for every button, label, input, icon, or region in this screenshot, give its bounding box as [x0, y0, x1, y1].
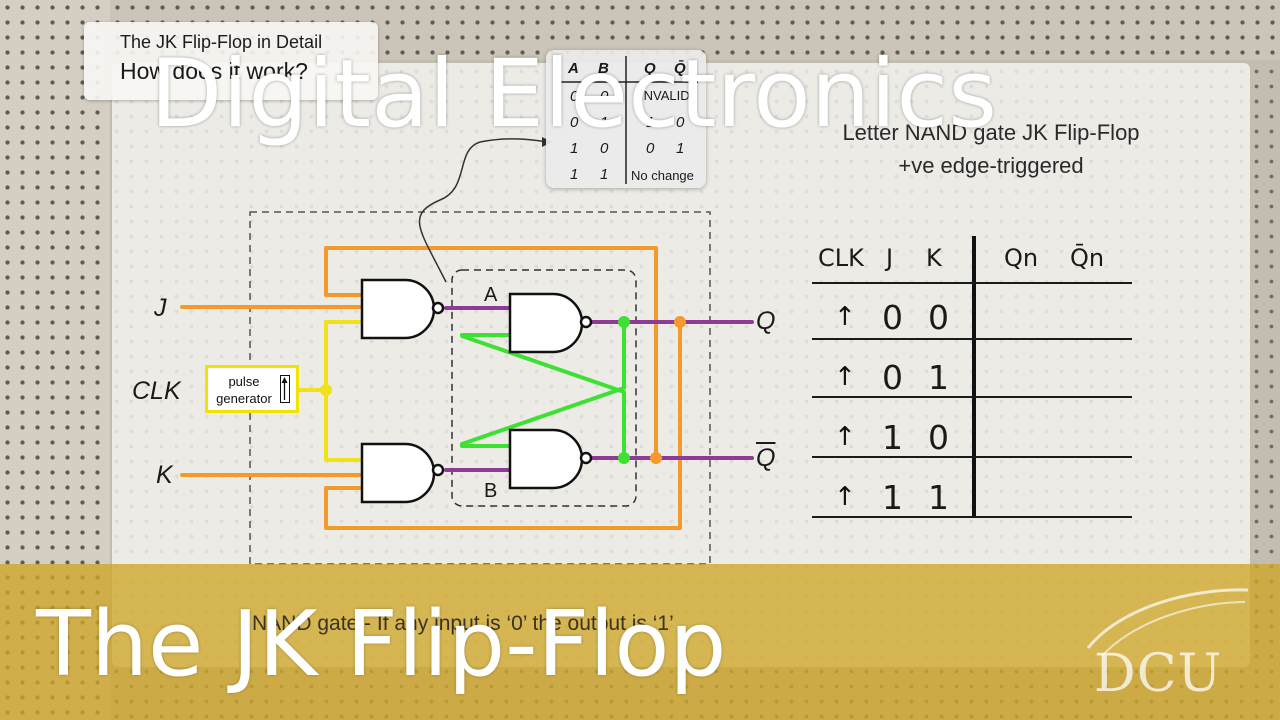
nand-note: NAND gate - If any input is ‘0’ the outp…: [252, 612, 674, 635]
popup-r4-a: 1: [570, 166, 579, 183]
popup-header-q: Q: [644, 60, 656, 77]
popup-r2-a: 0: [570, 114, 579, 131]
popup-r3-b: 0: [600, 140, 609, 157]
output-qbar-label: Q: [756, 444, 776, 472]
popup-grid: [554, 56, 698, 184]
input-k-label: K: [156, 461, 173, 489]
tt-r1-j: 0: [882, 298, 903, 337]
tt-r3-clk-arrow-icon: ↑: [834, 422, 856, 452]
popup-r3-qbar: 1: [676, 140, 685, 157]
tt-r4-clk-arrow-icon: ↑: [834, 482, 856, 512]
pulse-label: pulse: [228, 374, 260, 389]
tt-r2-j: 0: [882, 358, 903, 397]
jk-truth-table: CLK J K Qn Q̄n ↑ 0 0 ↑ 0 1 ↑ 1 0 ↑ 1 1: [812, 238, 1132, 520]
green-feedback-wires: [460, 320, 626, 460]
tt-r3-j: 1: [882, 418, 903, 457]
popup-header-a: A: [568, 60, 579, 77]
dcu-logo-swoosh-icon: [1086, 588, 1249, 657]
node-a-label: A: [484, 284, 498, 306]
overlay-subtitle: The JK Flip-Flop: [36, 592, 727, 697]
input-clk-label: CLK: [132, 377, 181, 405]
tt-r4-k: 1: [928, 478, 949, 517]
output-q-label: Q: [756, 307, 776, 335]
tt-row-rule: [812, 396, 1132, 398]
junction-clk: [320, 384, 332, 396]
subtitle-line-2: +ve edge-triggered: [898, 153, 1084, 178]
popup-r3-a: 1: [570, 140, 579, 157]
tt-header-qn: Qn: [1004, 244, 1039, 272]
tt-header-k: K: [926, 244, 942, 272]
node-b-label: B: [484, 480, 498, 502]
overlay-title: Digital Electronics: [150, 40, 998, 149]
tt-r2-clk-arrow-icon: ↑: [834, 362, 856, 392]
tt-row-rule: [812, 456, 1132, 458]
popup-header-qbar: Q̄: [674, 60, 686, 77]
popup-r4-b: 1: [600, 166, 609, 183]
popup-r3-q: 0: [646, 140, 655, 157]
pulse-arrow-icon: [280, 375, 290, 403]
generator-label: generator: [216, 391, 272, 406]
tt-header-j: J: [886, 244, 894, 272]
popup-header-b: B: [598, 60, 609, 77]
tt-header-rule: [812, 282, 1132, 284]
input-j-label: J: [154, 294, 167, 322]
circuit-subtitle: Letter NAND gate JK Flip-Flop +ve edge-t…: [806, 116, 1176, 182]
tt-r1-clk-arrow-icon: ↑: [834, 302, 856, 332]
title-card-heading: The JK Flip-Flop in Detail: [120, 32, 323, 52]
bottom-band: [0, 564, 1280, 720]
nand-gate-latch-top: [508, 292, 593, 354]
popup-r1-q: INVALID: [640, 88, 690, 103]
dcu-logo-text: DCU: [1094, 644, 1223, 704]
title-card: The JK Flip-Flop in Detail How does it w…: [84, 22, 378, 100]
tt-header-clk: CLK: [818, 244, 864, 272]
latch-truth-table-popup: A B Q Q̄ 0 0 INVALID 0 1 1 0 1 0 0 1 1 1…: [546, 50, 706, 188]
tt-row-rule: [812, 516, 1132, 518]
nand-gate-latch-bottom: [508, 428, 593, 490]
nand-gate-j: [360, 278, 445, 340]
tt-r3-k: 0: [928, 418, 949, 457]
pulse-generator: pulse generator: [205, 365, 299, 413]
junction-q-orange: [674, 316, 686, 328]
popup-r2-b: 1: [600, 114, 609, 131]
junction-qbar-green: [618, 452, 630, 464]
popup-r2-q: 1: [646, 114, 655, 131]
tt-header-qbarn: Q̄n: [1070, 244, 1105, 272]
popup-r4-q: No change: [631, 168, 694, 183]
popup-r1-b: 0: [600, 88, 609, 105]
tt-r1-k: 0: [928, 298, 949, 337]
popup-r1-a: 0: [570, 88, 579, 105]
tt-row-rule: [812, 338, 1132, 340]
title-card-question: How does it work?: [120, 58, 308, 84]
latch-dashed-box: [451, 269, 637, 507]
popup-r2-qbar: 0: [676, 114, 685, 131]
junction-qbar-orange: [650, 452, 662, 464]
subtitle-line-1: Letter NAND gate JK Flip-Flop: [842, 120, 1140, 145]
popup-pointer-line: [418, 138, 549, 283]
tt-r4-j: 1: [882, 478, 903, 517]
nand-gate-k: [360, 442, 445, 504]
tt-r2-k: 1: [928, 358, 949, 397]
outer-dashed-box: [249, 211, 711, 565]
junction-q-green: [618, 316, 630, 328]
